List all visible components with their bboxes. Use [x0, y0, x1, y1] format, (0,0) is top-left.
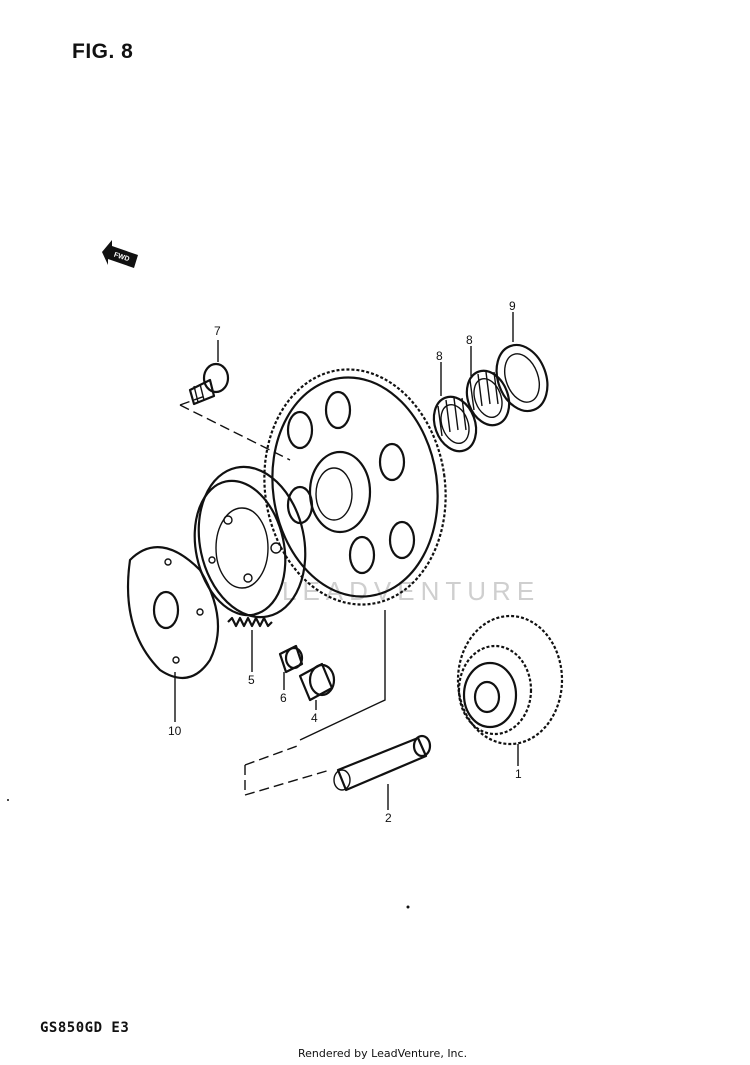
fwd-arrow-icon: FWD: [102, 240, 138, 268]
watermark-text: LEADVENTURE: [282, 576, 540, 606]
callout-8a: 8: [436, 349, 443, 363]
part-7-bolt[interactable]: [188, 362, 230, 406]
part-6-pin[interactable]: [278, 644, 304, 674]
part-1-idle-gear[interactable]: [456, 614, 564, 746]
leader-lines: [174, 312, 519, 810]
callout-6: 6: [280, 691, 287, 705]
figure-title: FIG. 8: [72, 40, 134, 63]
part-4-roller[interactable]: [298, 662, 336, 702]
callout-8b: 8: [466, 333, 473, 347]
callout-4: 4: [311, 711, 318, 725]
part-9-washer[interactable]: [488, 338, 556, 418]
callout-5: 5: [248, 673, 255, 687]
scan-speck: [406, 905, 410, 909]
callout-10: 10: [168, 724, 182, 738]
callout-9: 9: [509, 299, 516, 313]
starter-clutch-body[interactable]: [183, 457, 319, 627]
part-8-bearing-b[interactable]: [427, 391, 484, 457]
callout-1: 1: [515, 767, 522, 781]
assembly-lines: [179, 394, 386, 796]
scan-speck: [7, 799, 9, 801]
part-2-shaft[interactable]: [333, 734, 432, 792]
part-8-bearing-a[interactable]: [460, 365, 517, 431]
callout-7: 7: [214, 324, 221, 338]
part-5-spring[interactable]: [227, 616, 273, 628]
model-code: GS850GD E3: [40, 1020, 130, 1036]
render-credit: Rendered by LeadVenture, Inc.: [298, 1047, 468, 1060]
starter-driven-gear[interactable]: [249, 358, 460, 617]
fwd-label: FWD: [113, 252, 130, 264]
callout-2: 2: [385, 811, 392, 825]
part-10-plate[interactable]: [126, 546, 220, 680]
